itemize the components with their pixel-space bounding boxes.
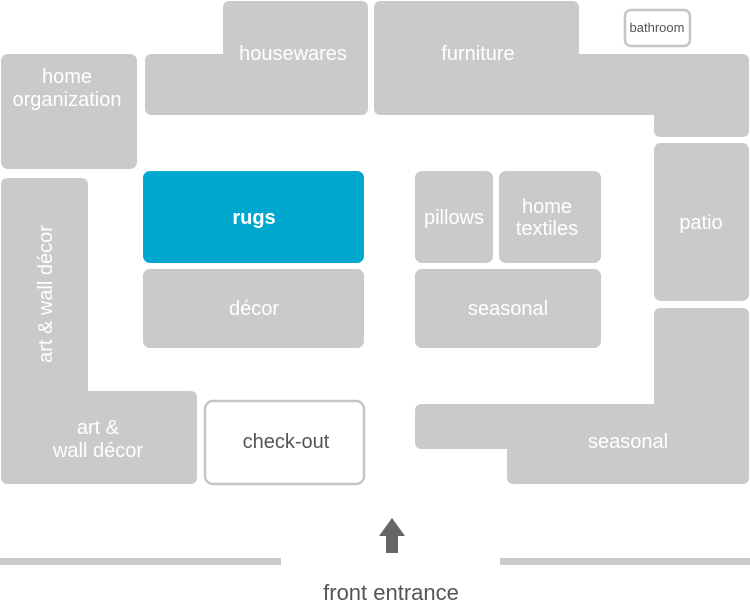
zone-patio[interactable]: patio xyxy=(652,141,750,303)
zone-art-wall-decor[interactable]: art & wall décor art & wall décor xyxy=(0,176,199,486)
zone-decor[interactable]: décor xyxy=(141,267,366,350)
zone-label: housewares xyxy=(239,43,347,65)
zone-checkout[interactable]: check-out xyxy=(203,399,366,486)
zone-label-vertical: art & wall décor xyxy=(35,225,57,363)
zone-housewares[interactable]: housewares xyxy=(143,0,370,117)
zone-label: seasonal xyxy=(468,298,548,320)
zone-label: art & xyxy=(77,417,120,439)
entrance-label: front entrance xyxy=(323,580,459,605)
zone-label: home xyxy=(42,66,92,88)
zone-rugs[interactable]: rugs xyxy=(141,169,366,265)
zone-label: furniture xyxy=(441,43,514,65)
zone-home-organization[interactable]: home organization xyxy=(0,52,139,171)
zone-label: décor xyxy=(229,298,279,320)
zone-label: organization xyxy=(13,89,122,111)
zone-label: check-out xyxy=(243,431,330,453)
zone-label: home xyxy=(522,196,572,218)
zone-label: textiles xyxy=(516,218,578,240)
entrance-arrow-icon xyxy=(379,518,405,553)
zone-seasonal-center[interactable]: seasonal xyxy=(413,267,603,350)
zone-seasonal-corner[interactable]: seasonal xyxy=(413,306,750,486)
zone-label: rugs xyxy=(232,207,275,229)
zone-label: seasonal xyxy=(588,431,668,453)
front-wall-right xyxy=(500,558,750,565)
zone-home-textiles[interactable]: home textiles xyxy=(497,169,603,265)
zone-furniture[interactable]: furniture xyxy=(372,0,750,139)
zone-label: pillows xyxy=(424,207,484,229)
zone-pillows[interactable]: pillows xyxy=(413,169,495,265)
zone-bathroom[interactable]: bathroom xyxy=(623,8,692,48)
zone-label: bathroom xyxy=(630,20,685,35)
front-wall-left xyxy=(0,558,281,565)
zone-label: patio xyxy=(679,212,722,234)
zone-label: wall décor xyxy=(52,440,143,462)
